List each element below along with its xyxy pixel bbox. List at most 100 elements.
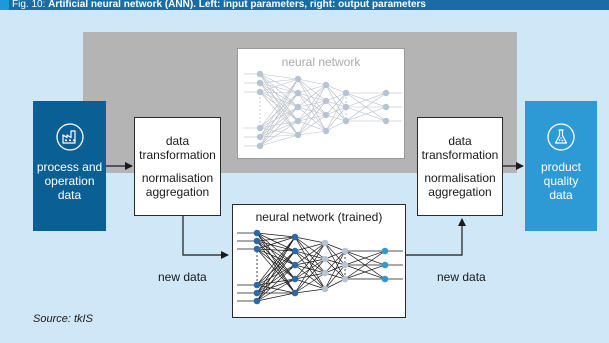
nn-connection (344, 250, 386, 280)
nn-connection (297, 78, 327, 132)
nn-connection (325, 106, 347, 132)
nn-connection (259, 92, 299, 147)
nn-node (321, 269, 329, 277)
nn-node (253, 281, 261, 289)
nn-node (253, 237, 261, 245)
nn-node (256, 70, 264, 78)
nn-connection (294, 272, 326, 294)
nn-connection (256, 292, 296, 302)
nn-bottom-graph (237, 229, 403, 305)
nn-top-graph (244, 70, 402, 150)
nn-connection (325, 84, 347, 108)
nn-connection (325, 92, 347, 132)
nn-connection (256, 264, 296, 302)
nn-connection (259, 92, 299, 129)
nn-connection (259, 92, 299, 138)
nn-node (253, 289, 261, 297)
nn-connection (297, 92, 327, 102)
nn-connection (345, 92, 387, 122)
nn-connection (344, 250, 386, 266)
nn-connection (259, 134, 299, 147)
nn-connection (324, 242, 346, 266)
transform-right-line-4: aggregation (428, 185, 492, 199)
nn-connection (297, 114, 327, 136)
nn-connection (297, 100, 327, 136)
nn-connection (259, 106, 299, 129)
nn-node (341, 247, 349, 255)
transform-left-line-4: aggregation (145, 185, 210, 199)
nn-connection (297, 84, 327, 108)
nn-node (341, 261, 349, 269)
nn-connection (256, 264, 296, 294)
nn-connection (256, 248, 296, 294)
nn-connection (256, 236, 296, 302)
nn-connection (324, 242, 346, 280)
nn-connection (256, 248, 296, 252)
nn-node (322, 127, 330, 135)
nn-node (253, 229, 261, 237)
nn-connection (294, 288, 326, 294)
nn-node (382, 117, 390, 125)
nn-node (294, 89, 302, 97)
nn-connection (259, 78, 299, 129)
neural-network-trained: neural network (trained) (232, 204, 406, 318)
nn-connection (256, 232, 296, 238)
nn-connection (259, 82, 299, 136)
nn-connection (256, 240, 296, 266)
source-caption: Source: tkIS (33, 313, 93, 325)
nn-connection (256, 236, 296, 286)
nn-node (381, 275, 389, 283)
nn-connection (259, 82, 299, 122)
nn-connection (345, 106, 387, 122)
nn-connection (294, 242, 326, 280)
transformation-box-right: data transformation normalisation aggreg… (417, 117, 503, 216)
nn-connection (259, 73, 299, 80)
nn-node (256, 88, 264, 96)
nn-connection (325, 92, 347, 102)
transform-left-line-3: normalisation (141, 171, 214, 185)
nn-connection (297, 78, 327, 102)
nn-connection (256, 236, 296, 294)
nn-connection (259, 78, 299, 93)
flask-icon (547, 122, 575, 154)
nn-connection (325, 114, 347, 122)
nn-connection (294, 250, 326, 290)
input-label-line-2: operation (44, 173, 95, 188)
nn-node (342, 103, 350, 111)
transformation-box-left: data transformation normalisation aggreg… (134, 117, 221, 216)
nn-connection (324, 278, 346, 290)
nn-connection (259, 120, 299, 147)
nn-connection (294, 258, 326, 280)
nn-connection (256, 248, 296, 280)
nn-connection (297, 84, 327, 94)
nn-node (294, 117, 302, 125)
nn-connection (259, 106, 299, 147)
nn-connection (297, 130, 327, 136)
nn-connection (259, 78, 299, 138)
nn-node (256, 79, 264, 87)
input-label-line-3: data (57, 187, 82, 202)
nn-connection (325, 84, 347, 94)
nn-connection (294, 242, 326, 252)
new-data-label-right: new data (437, 270, 486, 284)
nn-connection (324, 250, 346, 290)
nn-connection (256, 236, 296, 242)
nn-connection (294, 242, 326, 266)
nn-connection (297, 92, 327, 132)
nn-connection (324, 264, 346, 274)
nn-connection (256, 250, 296, 302)
arrow-newdata-right (406, 218, 466, 256)
nn-connection (344, 264, 386, 280)
nn-connection (297, 100, 327, 122)
nn-connection (256, 240, 296, 252)
nn-node (256, 124, 264, 132)
nn-node (321, 255, 329, 263)
nn-connection (256, 264, 296, 286)
nn-node (294, 131, 302, 139)
nn-connection (325, 106, 347, 116)
nn-connection (297, 84, 327, 122)
nn-connection (259, 91, 299, 122)
nn-node (341, 275, 349, 283)
nn-connection (259, 78, 299, 84)
nn-node (382, 89, 390, 97)
